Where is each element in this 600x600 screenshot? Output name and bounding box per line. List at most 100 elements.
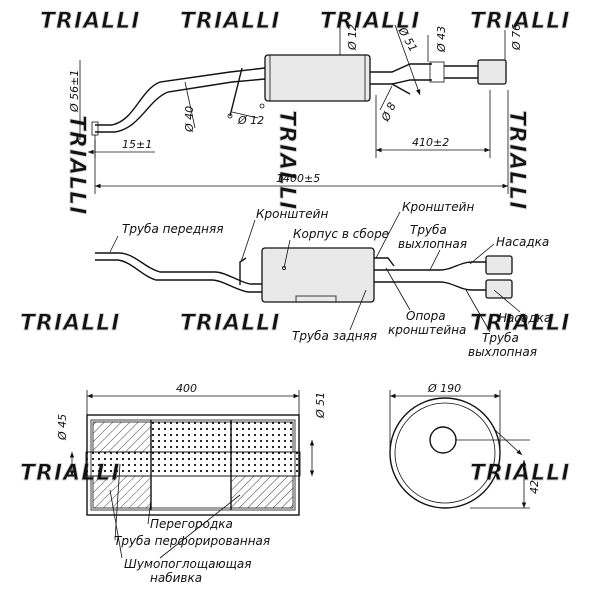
packing-right-top bbox=[230, 421, 294, 453]
label-exhaust-pipe-1: Труба выхлопная bbox=[398, 223, 467, 251]
label-exhaust-pipe-1-line1: Труба bbox=[410, 223, 447, 237]
label-rear-pipe: Труба задняя bbox=[292, 329, 377, 343]
packing-left-bottom bbox=[92, 475, 152, 509]
dim-190: Ø 190 bbox=[427, 382, 461, 395]
perforated-tube-section bbox=[85, 451, 301, 477]
shell-inner-circle bbox=[394, 402, 496, 504]
dim-line-d-right bbox=[494, 429, 523, 456]
dim-43: Ø 43 bbox=[435, 26, 448, 53]
outlet-branch bbox=[391, 83, 411, 95]
hanger-rod-end bbox=[227, 113, 233, 119]
leader-nozzle-2 bbox=[493, 289, 521, 313]
exhaust-fork-upper bbox=[374, 261, 486, 271]
dim-400: 400 bbox=[176, 382, 197, 395]
dim-line-40 bbox=[184, 81, 196, 129]
leader-exhaust-1 bbox=[429, 249, 441, 271]
watermark: TRIALLI bbox=[470, 461, 570, 486]
watermark: TRIALLI bbox=[64, 115, 89, 215]
muffler-body-side bbox=[261, 247, 375, 303]
packing-left-top bbox=[92, 421, 152, 453]
dim-40: Ø 40 bbox=[183, 106, 196, 133]
watermark: TRIALLI bbox=[320, 9, 420, 34]
rear-bracket-side bbox=[374, 257, 395, 267]
watermark-layer: TRIALLI TRIALLI TRIALLI TRIALLI TRIALLI … bbox=[20, 9, 570, 487]
leader-bracket-2 bbox=[375, 211, 401, 259]
leader-exhaust-2 bbox=[465, 289, 491, 333]
label-perforated-pipe: Труба перфорированная bbox=[114, 534, 270, 548]
bracket-hook-1 bbox=[239, 257, 247, 285]
label-packing: Шумопоглощающая набивка bbox=[124, 557, 255, 585]
dim-56: Ø 56±1 bbox=[68, 70, 81, 113]
nozzle-upper bbox=[485, 255, 513, 275]
leader-bracket-1 bbox=[240, 219, 256, 263]
leader-nozzle-1 bbox=[469, 243, 495, 265]
watermark: TRIALLI bbox=[180, 9, 280, 34]
muffler-bottom-strip bbox=[295, 295, 337, 303]
section-view: 400 Ø 45 Ø 51 Перегородка Труба перфорир… bbox=[56, 382, 327, 585]
outlet-tail bbox=[444, 65, 478, 79]
outlet-collar bbox=[429, 61, 445, 83]
outlet-pipe-upper bbox=[370, 63, 432, 73]
watermark: TRIALLI bbox=[180, 311, 280, 336]
chamber-bottom-mid bbox=[150, 475, 232, 509]
watermark: TRIALLI bbox=[470, 9, 570, 34]
label-housing: Корпус в сборе bbox=[293, 227, 389, 241]
front-pipe-outline-top bbox=[95, 67, 266, 126]
rear-hanger-dot bbox=[259, 103, 265, 109]
dim-line-51 bbox=[394, 24, 421, 96]
leader-rear-pipe bbox=[349, 289, 367, 331]
outlet-pipe-lower bbox=[370, 79, 432, 85]
leader-packing bbox=[109, 489, 123, 559]
watermark: TRIALLI bbox=[40, 9, 140, 34]
side-view: Труба передняя Кронштейн Корпус в сборе … bbox=[95, 200, 551, 359]
label-bracket-support-line2: кронштейна bbox=[388, 323, 466, 337]
label-nozzle-1: Насадка bbox=[496, 235, 549, 249]
perforation-top bbox=[150, 421, 232, 453]
dim-line-12a bbox=[231, 111, 259, 119]
front-pipe-outline-bottom bbox=[95, 78, 266, 133]
dim-51s: Ø 51 bbox=[314, 392, 327, 419]
label-nozzle-2: Насадка bbox=[498, 311, 551, 325]
dim-1400: 1400±5 bbox=[276, 172, 320, 185]
exhaust-fork-lower bbox=[374, 281, 486, 291]
front-pipe-side-bottom bbox=[95, 259, 262, 293]
watermark: TRIALLI bbox=[20, 311, 120, 336]
dim-76: Ø 76 bbox=[510, 24, 523, 51]
watermark: TRIALLI bbox=[274, 110, 299, 210]
label-exhaust-pipe-1-line2: выхлопная bbox=[398, 237, 467, 251]
label-packing-line2: набивка bbox=[150, 571, 202, 585]
label-partition: Перегородка bbox=[150, 517, 233, 531]
label-bracket-2: Кронштейн bbox=[402, 200, 474, 214]
leader-housing bbox=[283, 239, 291, 269]
dim-12-a: Ø 12 bbox=[237, 114, 264, 127]
tailpipe-nozzle-top bbox=[477, 59, 507, 85]
label-exhaust-pipe-2-line1: Труба bbox=[482, 331, 519, 345]
label-bracket-support: Опора кронштейна bbox=[388, 309, 466, 337]
label-front-pipe: Труба передняя bbox=[122, 222, 223, 236]
nozzle-lower bbox=[485, 279, 513, 299]
leader-partition bbox=[147, 499, 152, 525]
label-exhaust-pipe-2-line2: выхлопная bbox=[468, 345, 537, 359]
dim-12-b: Ø 12 bbox=[346, 24, 359, 51]
leader-packing-2 bbox=[159, 494, 241, 559]
top-view: Ø 56±1 Ø 40 Ø 12 Ø 12 Ø 51 Ø 43 Ø 76 Ø 8… bbox=[68, 24, 523, 194]
leader-front-pipe bbox=[109, 235, 119, 253]
dim-15: 15±1 bbox=[122, 138, 152, 151]
pipe-circle bbox=[429, 426, 457, 454]
hanger-rod-top bbox=[229, 67, 243, 117]
dim-45: Ø 45 bbox=[56, 414, 69, 441]
pipe-flange bbox=[91, 121, 99, 136]
dim-42: 42 bbox=[528, 480, 541, 494]
packing-right-bottom bbox=[230, 475, 294, 509]
label-bracket-support-line1: Опора bbox=[406, 309, 446, 323]
label-bracket-1: Кронштейн bbox=[256, 207, 328, 221]
label-exhaust-pipe-2: Труба выхлопная bbox=[468, 331, 537, 359]
end-view: Ø 190 42 bbox=[389, 382, 541, 509]
dim-8: Ø 8 bbox=[379, 100, 399, 124]
dim-line-8 bbox=[379, 85, 393, 111]
leader-perforated bbox=[114, 463, 121, 541]
front-pipe-side-top bbox=[95, 252, 262, 285]
dim-410: 410±2 bbox=[412, 136, 449, 149]
label-packing-line1: Шумопоглощающая bbox=[124, 557, 251, 571]
